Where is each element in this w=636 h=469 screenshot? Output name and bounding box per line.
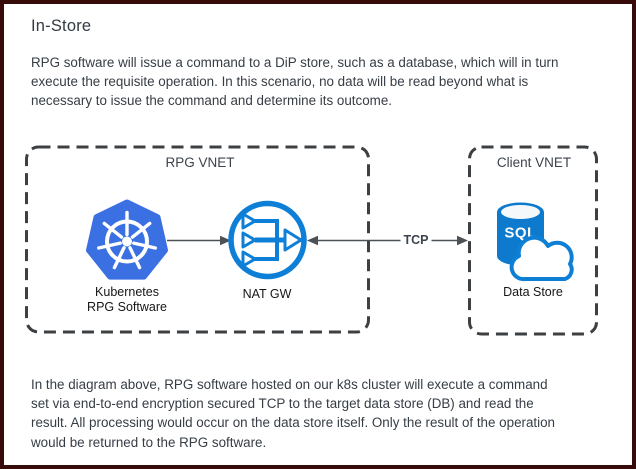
natgw-to-datastore-arrow bbox=[307, 235, 468, 246]
rpg-vnet-label: RPG VNET bbox=[165, 155, 235, 170]
text-line: would be returned to the RPG software. bbox=[31, 434, 267, 450]
footer-paragraph: In the diagram above, RPG software hoste… bbox=[31, 375, 555, 452]
tcp-edge-label: TCP bbox=[400, 233, 432, 247]
rpg-vnet-container bbox=[25, 145, 370, 334]
cloud-icon bbox=[509, 235, 574, 282]
architecture-diagram: SQL bbox=[25, 145, 598, 336]
page-title: In-Store bbox=[31, 17, 92, 35]
sql-database-icon: SQL bbox=[497, 202, 574, 282]
text-line: set via end-to-end encryption secured TC… bbox=[31, 396, 534, 412]
kubernetes-label-line1: Kubernetes bbox=[95, 285, 159, 299]
intro-paragraph: RPG software will issue a command to a D… bbox=[31, 53, 558, 111]
text-line: In the diagram above, RPG software hoste… bbox=[31, 377, 548, 392]
client-vnet-label: Client VNET bbox=[496, 155, 572, 170]
text-line: result. All processing would occur on th… bbox=[31, 415, 556, 431]
text-line: necessary to issue the command and deter… bbox=[31, 93, 392, 109]
data-store-node-label: Data Store bbox=[503, 285, 563, 299]
text-line: RPG software will issue a command to a D… bbox=[31, 55, 559, 70]
kubernetes-label-line2: RPG Software bbox=[87, 300, 167, 314]
nat-gateway-icon bbox=[228, 200, 307, 280]
nat-gw-node-label: NAT GW bbox=[242, 287, 292, 301]
text-line: execute the requisite operation. In this… bbox=[31, 74, 529, 90]
kubernetes-node-label: Kubernetes RPG Software bbox=[87, 285, 167, 315]
kubernetes-icon bbox=[86, 199, 168, 280]
k8s-to-natgw-arrow bbox=[167, 235, 231, 246]
